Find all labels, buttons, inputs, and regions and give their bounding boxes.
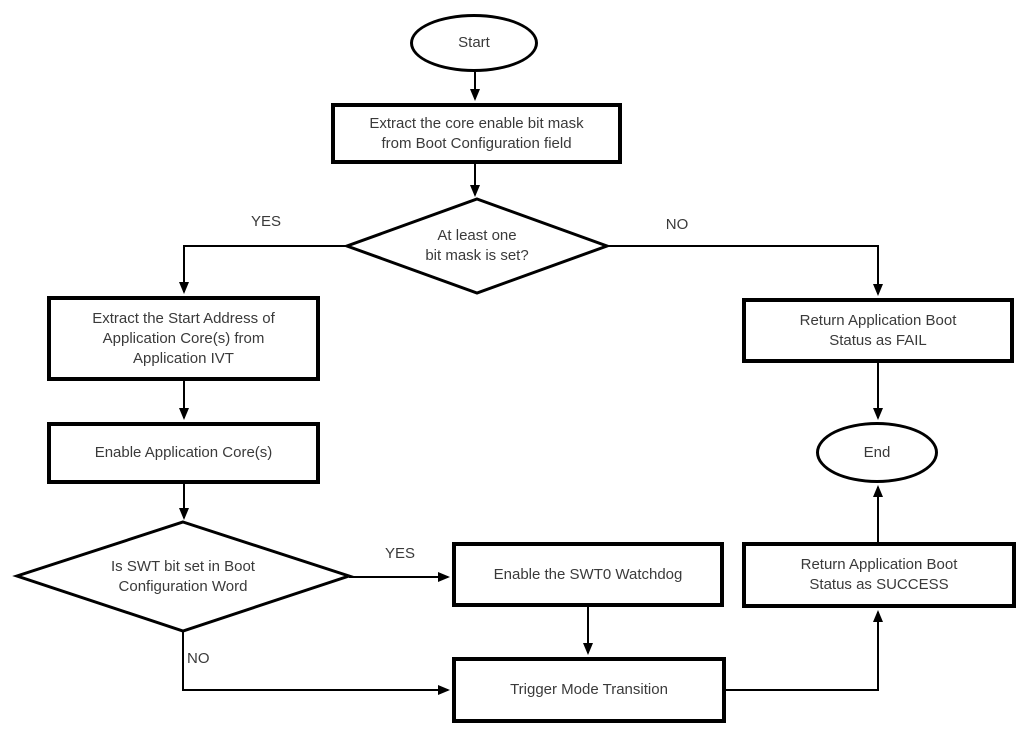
node-extract-start-address-line3: Application IVT [133,349,234,367]
edge-decision-no-to-return-fail [607,245,883,296]
node-start: Start [410,14,538,72]
node-end-label: End [863,443,891,461]
node-return-fail-line1: Return Application Boot [799,311,957,329]
node-enable-cores: Enable Application Core(s) [47,422,320,484]
node-extract-bitmask-line1: Extract the core enable bit mask [369,114,584,132]
edge-label-bitmask-no: NO [665,216,689,233]
node-return-success: Return Application Boot Status as SUCCES… [742,542,1016,608]
node-enable-cores-label: Enable Application Core(s) [94,444,273,461]
edge-swt-no-to-trigger-mode [182,631,450,695]
node-extract-start-address-line1: Extract the Start Address of [92,309,275,327]
node-start-label: Start [458,34,490,51]
node-extract-start-address: Extract the Start Address of Application… [47,296,320,381]
edge-label-swt-no: NO [187,650,210,667]
edge-label-swt-yes: YES [384,545,415,562]
node-enable-watchdog: Enable the SWT0 Watchdog [452,542,724,607]
node-swt-decision: Is SWT bit set in Boot Configuration Wor… [63,547,303,607]
node-return-success-line2: Status as SUCCESS [809,576,949,593]
node-bitmask-decision: At least one bit mask is set? [377,217,577,275]
node-enable-watchdog-label: Enable the SWT0 Watchdog [493,565,683,583]
decision-bitmask-set-shape [342,197,612,295]
edge-decision-yes-to-extract-address [179,245,347,294]
node-return-fail: Return Application Boot Status as FAIL [742,298,1014,363]
node-trigger-mode: Trigger Mode Transition [452,657,726,723]
node-return-fail-line2: Status as FAIL [829,331,927,349]
node-extract-bitmask-line2: from Boot Configuration field [381,134,572,152]
node-swt-decision-line1: Is SWT bit set in Boot [111,558,255,575]
node-return-success-line1: Return Application Boot [800,556,958,573]
edge-trigger-mode-to-return-success [726,610,883,691]
edge-label-bitmask-yes: YES [250,213,281,230]
node-bitmask-decision-line1: At least one [437,227,517,244]
node-swt-decision-line2: Configuration Word [118,578,248,595]
node-extract-bitmask: Extract the core enable bit mask from Bo… [331,103,622,164]
node-extract-start-address-line2: Application Core(s) from [102,329,265,347]
node-bitmask-decision-line2: bit mask is set? [425,247,529,264]
node-end: End [816,422,938,483]
node-trigger-mode-label: Trigger Mode Transition [510,681,668,698]
